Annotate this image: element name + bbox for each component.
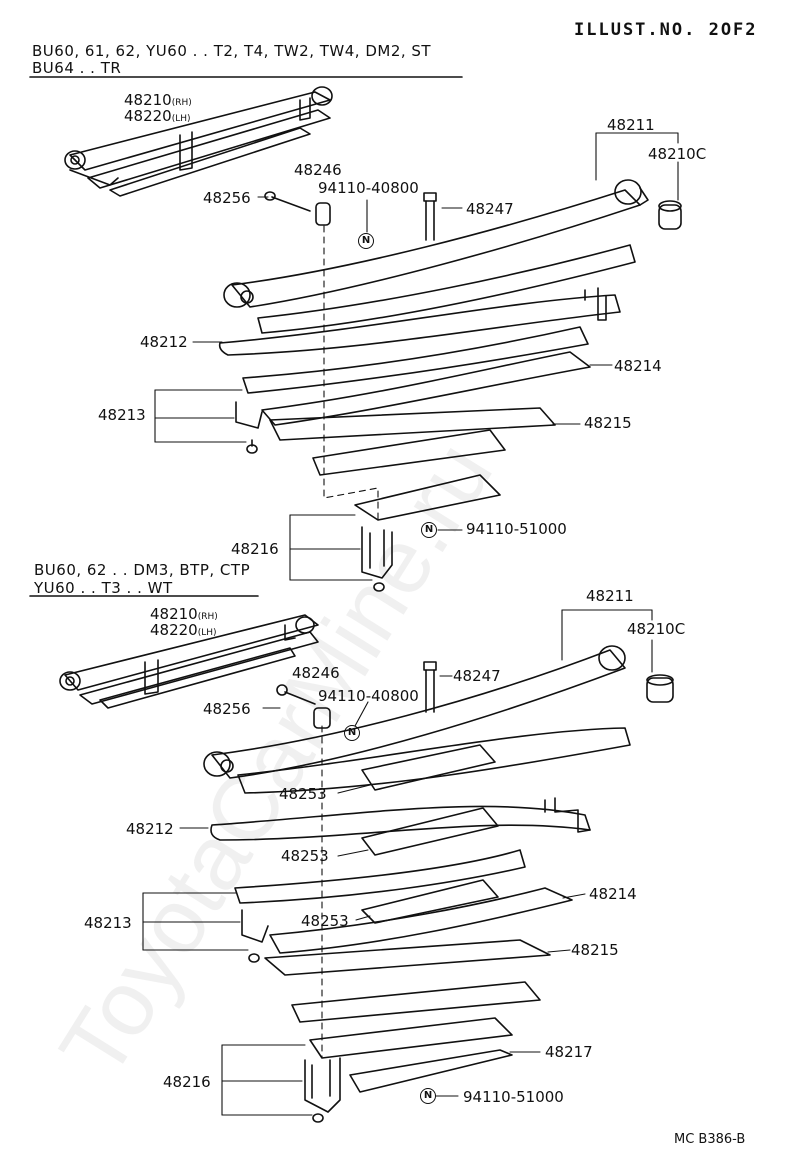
- bottom-n-mark-1: N: [344, 725, 360, 741]
- bottom-spring-thumbnail: [59, 614, 319, 709]
- top-bolt-48256: [264, 191, 311, 212]
- top-leaf-48212-clip: [584, 287, 607, 321]
- bottom-clip-48213: [241, 909, 269, 963]
- top-part-48256: 48256: [203, 189, 251, 207]
- bottom-part-48213: 48213: [84, 914, 132, 932]
- bottom-pad-48217: [349, 1049, 513, 1093]
- bottom-leaf-6: [309, 1017, 513, 1059]
- top-spring-thumbnail: [64, 86, 333, 197]
- bottom-spacer-48246: [313, 707, 331, 729]
- top-part-48210c: 48210C: [648, 145, 707, 163]
- bottom-part-48212: 48212: [126, 820, 174, 838]
- bottom-model-line-2: YU60 . . T3 . . WT: [34, 579, 173, 597]
- mc-code: MC B386-B: [674, 1132, 746, 1147]
- bottom-leaf-5: [291, 981, 541, 1023]
- top-part-48214: 48214: [614, 357, 662, 375]
- top-main-leaf: [223, 179, 649, 308]
- top-part-48246: 48246: [294, 161, 342, 179]
- top-part-48211: 48211: [607, 116, 655, 134]
- bottom-leaf-48214: [269, 887, 573, 954]
- bottom-pad-48253a: [361, 744, 496, 791]
- bottom-part-48216: 48216: [163, 1073, 211, 1091]
- bottom-part-48247: 48247: [453, 667, 501, 685]
- top-n-mark-2: N: [421, 522, 437, 538]
- bottom-part-48256: 48256: [203, 700, 251, 718]
- top-part-94110-51000: 94110-51000: [466, 520, 567, 538]
- bottom-pad-48253b: [361, 807, 499, 856]
- top-leaf-5: [312, 429, 506, 476]
- bottom-main-leaf: [203, 645, 626, 779]
- bottom-part-48215: 48215: [571, 941, 619, 959]
- top-n-mark-1: N: [358, 233, 374, 249]
- top-bushing-48210c: [658, 200, 682, 230]
- bottom-leaf-48215: [264, 939, 551, 976]
- bottom-part-94110-40800: 94110-40800: [318, 687, 419, 705]
- top-model-line-1: BU60, 61, 62, YU60 . . T2, T4, TW2, TW4,…: [32, 42, 432, 60]
- illust-number: ILLUST.NO. 2OF2: [574, 20, 758, 40]
- top-model-line-2: BU64 . . TR: [32, 59, 122, 77]
- bottom-part-48214: 48214: [589, 885, 637, 903]
- bottom-leaf-48212: [210, 805, 591, 841]
- bottom-model-line-1: BU60, 62 . . DM3, BTP, CTP: [34, 561, 251, 579]
- bottom-leaf-2: [237, 727, 631, 794]
- bottom-part-48217: 48217: [545, 1043, 593, 1061]
- bottom-ubolt-48216: [304, 1057, 341, 1123]
- top-part-94110-40800: 94110-40800: [318, 179, 419, 197]
- bottom-part-48253-a: 48253: [279, 785, 327, 803]
- bottom-leaf-48212-clip: [544, 797, 591, 833]
- bottom-leader-lines: [142, 609, 653, 1116]
- top-clip-48213: [235, 401, 263, 454]
- bottom-pad-48253c: [361, 879, 499, 924]
- top-leaf-6: [354, 474, 501, 521]
- bottom-part-48210c: 48210C: [627, 620, 686, 638]
- bottom-part-48210: 48210(RH): [150, 605, 218, 623]
- top-part-48215: 48215: [584, 414, 632, 432]
- top-centre-dash: [323, 225, 379, 523]
- bottom-bolt-48256: [276, 684, 316, 705]
- bottom-part-48220: 48220(LH): [150, 621, 217, 639]
- bottom-leaf-3: [234, 849, 526, 904]
- top-leaf-2: [257, 244, 636, 334]
- top-ubolt-48216: [361, 526, 393, 592]
- bottom-bolt-48247: [423, 661, 437, 713]
- bottom-n-mark-2: N: [420, 1088, 436, 1104]
- top-part-48210: 48210(RH): [124, 91, 192, 109]
- top-leaf-48215: [269, 407, 556, 441]
- top-leader-lines: [154, 132, 679, 581]
- bottom-bushing-48210c: [646, 674, 674, 703]
- top-spacer-48246: [315, 202, 331, 226]
- top-bolt-48247: [423, 192, 437, 241]
- bottom-part-48211: 48211: [586, 587, 634, 605]
- bottom-part-48253-c: 48253: [301, 912, 349, 930]
- top-leaf-48214: [261, 351, 591, 426]
- top-part-48216: 48216: [231, 540, 279, 558]
- top-part-48213: 48213: [98, 406, 146, 424]
- bottom-part-48246: 48246: [292, 664, 340, 682]
- bottom-part-48253-b: 48253: [281, 847, 329, 865]
- top-part-48247: 48247: [466, 200, 514, 218]
- top-part-48212: 48212: [140, 333, 188, 351]
- top-leaf-3: [242, 326, 589, 394]
- top-part-48220: 48220(LH): [124, 107, 191, 125]
- bottom-part-94110-51000: 94110-51000: [463, 1088, 564, 1106]
- top-leaf-48212: [218, 294, 621, 356]
